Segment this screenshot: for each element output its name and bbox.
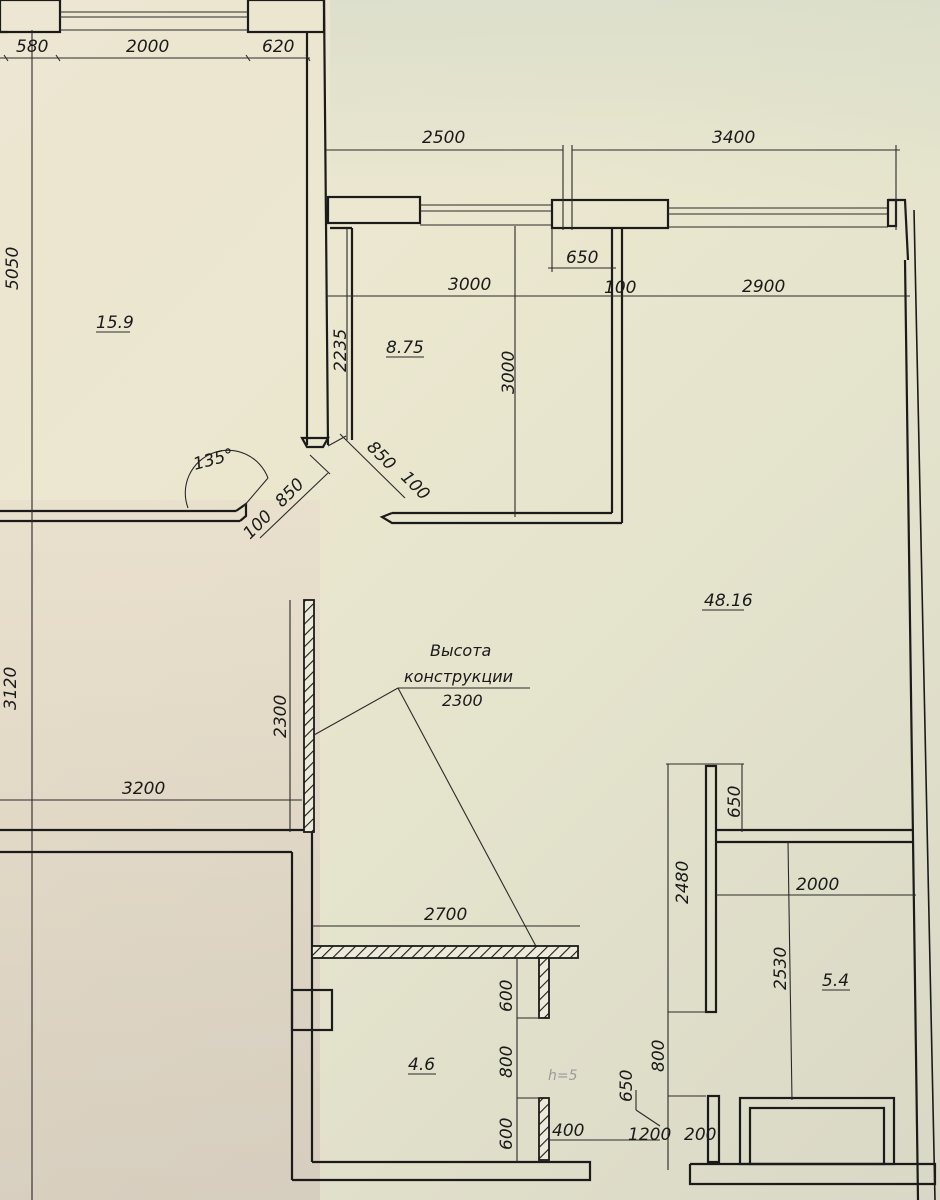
dim-650-right: 650 [725, 786, 745, 818]
dims-top-left: 580 2000 620 5050 15.9 [0, 30, 311, 1200]
room-area-48-16: 48.16 [704, 591, 753, 611]
room-area-15-9: 15.9 [96, 313, 134, 333]
dim-850-left: 850 [271, 474, 308, 511]
room-5-4-walls: 650 2480 2000 2530 800 650 1200 200 5.4 [617, 763, 937, 1186]
dim-angle-135: 135° [191, 445, 236, 475]
room-area-5-4: 5.4 [822, 971, 849, 991]
right-exterior-wall [903, 209, 936, 1200]
room-8-75-walls [326, 195, 910, 525]
paper-shadow-left [0, 500, 320, 1200]
room-area-4-6: 4.6 [408, 1055, 435, 1075]
dim-2900: 2900 [742, 277, 785, 297]
note-line-2: конструкции [404, 667, 513, 686]
dim-650-opening: 650 [566, 248, 598, 268]
room-area-8-75: 8.75 [386, 338, 424, 358]
room-15-9-walls [0, 0, 330, 523]
dim-850-right: 850 [362, 437, 399, 474]
dim-2500: 2500 [422, 128, 465, 148]
dim-3000-horizontal: 3000 [448, 275, 491, 295]
dim-580: 580 [16, 37, 48, 57]
height-note: Высота конструкции 2300 [313, 641, 539, 951]
dim-2530: 2530 [771, 947, 791, 990]
dim-1200: 1200 [628, 1125, 671, 1145]
dim-650-leader: 650 [617, 1070, 637, 1102]
dims-top-middle: 2500 3400 650 3000 100 2900 2235 3000 8.… [326, 128, 910, 517]
bathroom-walls: 2700 600 800 600 400 4.6 h=5 [292, 905, 660, 1182]
dim-800-right: 800 [649, 1040, 669, 1072]
dim-800-bath: 800 [497, 1046, 517, 1078]
dim-620: 620 [262, 37, 294, 57]
dim-5050: 5050 [3, 247, 23, 290]
paper-tint-top [330, 0, 940, 200]
dim-3200: 3200 [122, 779, 165, 799]
dim-2235: 2235 [331, 329, 351, 372]
left-middle-room: 3120 2300 3200 [0, 599, 315, 833]
dim-600-bottom: 600 [497, 1118, 517, 1150]
dim-2480: 2480 [673, 861, 693, 904]
dim-3400: 3400 [712, 128, 755, 148]
dim-2300-wall: 2300 [271, 695, 291, 738]
door-angle-left: 135° 850 100 [184, 445, 331, 544]
dim-2000-top: 2000 [126, 37, 169, 57]
pencil-mark: h=5 [548, 1068, 578, 1084]
bottom-left-room [0, 832, 334, 1180]
dim-600-top: 600 [497, 980, 517, 1012]
dim-400: 400 [552, 1121, 584, 1141]
note-line-1: Высота [430, 641, 491, 660]
dim-2000-right: 2000 [796, 875, 839, 895]
dim-100-right: 100 [396, 467, 433, 504]
dim-200: 200 [684, 1125, 716, 1145]
dim-100-mid: 100 [604, 278, 636, 298]
note-line-3: 2300 [442, 691, 483, 710]
dim-3120: 3120 [1, 667, 21, 710]
dim-2700: 2700 [424, 905, 467, 925]
dim-3000-vertical: 3000 [499, 351, 519, 394]
